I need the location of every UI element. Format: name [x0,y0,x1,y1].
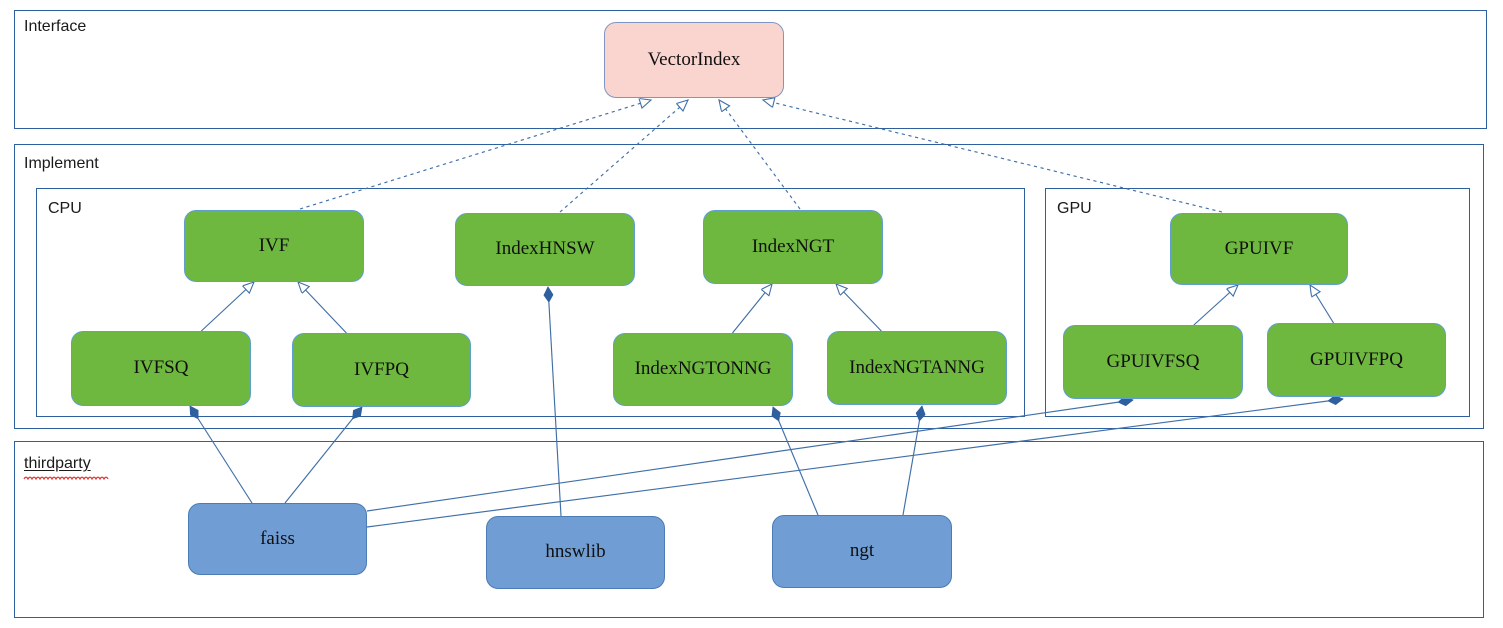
class-node-label: hnswlib [545,541,606,563]
class-node-label: IndexNGTANNG [849,356,985,378]
class-node-gpuivfsq[interactable]: GPUIVFSQ [1063,325,1243,399]
class-node-faiss[interactable]: faiss [188,503,367,575]
class-node-label: GPUIVFSQ [1106,350,1200,372]
class-node-gpuivfpq[interactable]: GPUIVFPQ [1267,323,1446,397]
class-node-indexhnsw[interactable]: IndexHNSW [455,213,635,286]
class-node-label: IVFPQ [354,358,409,380]
class-node-label: VectorIndex [647,48,741,70]
package-label-gpu: GPU [1057,200,1092,217]
class-node-label: IVF [258,234,290,256]
class-node-label: IndexNGT [751,235,835,257]
class-node-gpuivf[interactable]: GPUIVF [1170,213,1348,285]
class-node-label: IndexNGTONNG [634,358,772,380]
class-node-ngt[interactable]: ngt [772,515,952,588]
class-node-label: IndexHNSW [495,238,595,260]
spellcheck-underline [23,476,109,481]
class-node-hnswlib[interactable]: hnswlib [486,516,665,589]
package-label-interface: Interface [24,18,87,35]
class-node-label: GPUIVFPQ [1310,348,1403,370]
class-node-indexngtanng[interactable]: IndexNGTANNG [827,331,1007,405]
class-node-ivfsq[interactable]: IVFSQ [71,331,251,406]
class-node-label: GPUIVF [1224,237,1294,259]
class-node-label: ngt [849,540,875,562]
class-node-ivf[interactable]: IVF [184,210,364,282]
package-label-implement: Implement [24,155,99,172]
class-node-indexngt[interactable]: IndexNGT [703,210,883,284]
class-node-indexngtonng[interactable]: IndexNGTONNG [613,333,793,406]
class-node-label: IVFSQ [133,357,189,379]
class-node-ivfpq[interactable]: IVFPQ [292,333,471,407]
package-label-cpu: CPU [48,200,82,217]
class-node-vectorindex[interactable]: VectorIndex [604,22,784,98]
package-label-thirdparty: thirdparty [24,455,91,472]
class-node-label: faiss [260,527,295,549]
